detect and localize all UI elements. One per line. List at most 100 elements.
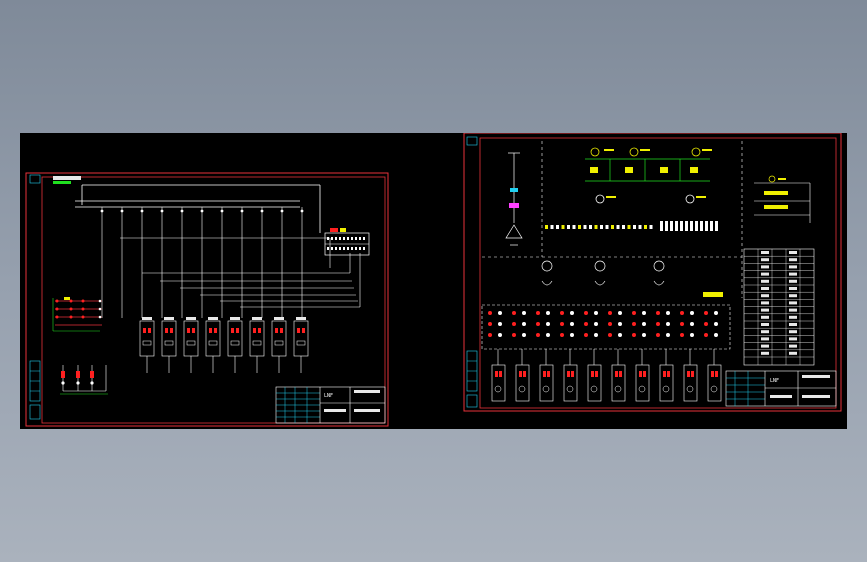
table-cell-text bbox=[789, 279, 797, 283]
table-cell-text bbox=[789, 323, 797, 326]
terminal-pin bbox=[347, 237, 349, 240]
starter-contact bbox=[258, 328, 261, 333]
table-cell-text bbox=[789, 265, 797, 269]
terminal-pin bbox=[351, 237, 353, 240]
output-contact bbox=[591, 371, 594, 377]
starter-coil bbox=[252, 340, 262, 346]
side-control-circuit bbox=[754, 175, 811, 223]
starter-contact bbox=[165, 328, 168, 333]
output-contact bbox=[547, 371, 550, 377]
relay-node bbox=[498, 311, 502, 315]
output-contact bbox=[499, 371, 502, 377]
sheet-left-inner-frame bbox=[41, 176, 386, 424]
terminal-block bbox=[583, 225, 587, 229]
terminal-pin bbox=[347, 247, 349, 250]
starter-contact bbox=[214, 328, 217, 333]
terminal-pin bbox=[359, 247, 361, 250]
terminal-pin bbox=[363, 247, 365, 250]
sheet-left-header-tag bbox=[53, 176, 81, 184]
terminal-block bbox=[556, 225, 559, 229]
region-partitions bbox=[482, 141, 743, 298]
relay-node bbox=[546, 311, 550, 315]
terminal-block bbox=[715, 221, 718, 231]
relay-contact bbox=[632, 311, 636, 315]
bottom-output-units bbox=[491, 349, 722, 402]
starter-coil bbox=[208, 340, 218, 346]
output-unit bbox=[563, 364, 578, 402]
tap-node bbox=[160, 209, 164, 213]
cad-model-space[interactable]: LNF bbox=[20, 133, 847, 429]
tap-node bbox=[220, 209, 224, 213]
output-contact bbox=[523, 371, 526, 377]
table-cell-text bbox=[789, 344, 797, 348]
relay-node bbox=[522, 333, 526, 337]
relay-node bbox=[546, 333, 550, 337]
relay-contact bbox=[632, 322, 636, 326]
table-cell-text bbox=[761, 323, 769, 326]
terminal-pin bbox=[339, 247, 341, 250]
table-cell-text bbox=[789, 258, 797, 262]
output-unit bbox=[611, 364, 626, 402]
terminal-block bbox=[616, 225, 620, 229]
tap-node bbox=[100, 209, 104, 213]
output-coil bbox=[638, 385, 646, 393]
sheet-left-title-code: LNF bbox=[324, 393, 333, 399]
relay-contact bbox=[536, 333, 540, 337]
starter-coil bbox=[296, 340, 306, 346]
relay-node bbox=[690, 311, 694, 315]
sheet-left-margin-labels bbox=[29, 174, 41, 420]
output-contact bbox=[619, 371, 622, 377]
sheet-right-title-block: LNF bbox=[725, 370, 837, 407]
terminal-block bbox=[600, 225, 603, 229]
table-cell-text bbox=[789, 337, 797, 341]
starter-label bbox=[230, 317, 240, 320]
drawing-canvas[interactable]: LNF bbox=[20, 133, 847, 429]
output-unit bbox=[683, 364, 698, 402]
starter-contact bbox=[192, 328, 195, 333]
output-contact bbox=[691, 371, 694, 377]
table-cell-text bbox=[761, 258, 769, 262]
starter-coil bbox=[274, 340, 284, 346]
relay-contact bbox=[512, 333, 516, 337]
output-contact bbox=[495, 371, 498, 377]
table-cell-text bbox=[761, 287, 769, 290]
starter-unit bbox=[139, 320, 155, 357]
sheet-right-outer-frame bbox=[463, 133, 842, 412]
tap-node bbox=[240, 209, 244, 213]
relay-node bbox=[714, 333, 718, 337]
terminal-block bbox=[695, 221, 698, 231]
cable-schedule-table bbox=[743, 248, 815, 366]
starter-contact bbox=[148, 328, 151, 333]
output-coil bbox=[494, 385, 502, 393]
relay-node bbox=[570, 322, 574, 326]
relay-node bbox=[666, 311, 670, 315]
terminal-block bbox=[710, 221, 713, 231]
terminal-row-top bbox=[545, 221, 718, 231]
table-cell-text bbox=[761, 308, 769, 312]
table-cell-text bbox=[789, 251, 797, 254]
output-coil bbox=[590, 385, 598, 393]
output-unit bbox=[539, 364, 554, 402]
starter-contact bbox=[236, 328, 239, 333]
sheet-right-margin-labels bbox=[466, 136, 478, 408]
terminal-block bbox=[545, 225, 548, 229]
terminal-block bbox=[594, 225, 598, 229]
relay-node bbox=[642, 322, 646, 326]
starter-label bbox=[142, 317, 152, 320]
terminal-block bbox=[605, 225, 609, 229]
control-wiring bbox=[120, 237, 361, 308]
terminal-pin bbox=[327, 237, 329, 240]
terminal-pin bbox=[327, 247, 329, 250]
tap-node bbox=[120, 209, 124, 213]
feeder-verticals bbox=[100, 207, 304, 318]
table-cell-text bbox=[789, 308, 797, 312]
terminal-block bbox=[561, 225, 565, 229]
output-unit bbox=[587, 364, 602, 402]
relay-contact bbox=[560, 311, 564, 315]
output-coil bbox=[686, 385, 694, 393]
relay-contact bbox=[608, 322, 612, 326]
output-coil bbox=[614, 385, 622, 393]
relay-node bbox=[642, 311, 646, 315]
left-output-modules bbox=[60, 365, 108, 395]
terminal-block bbox=[622, 225, 625, 229]
